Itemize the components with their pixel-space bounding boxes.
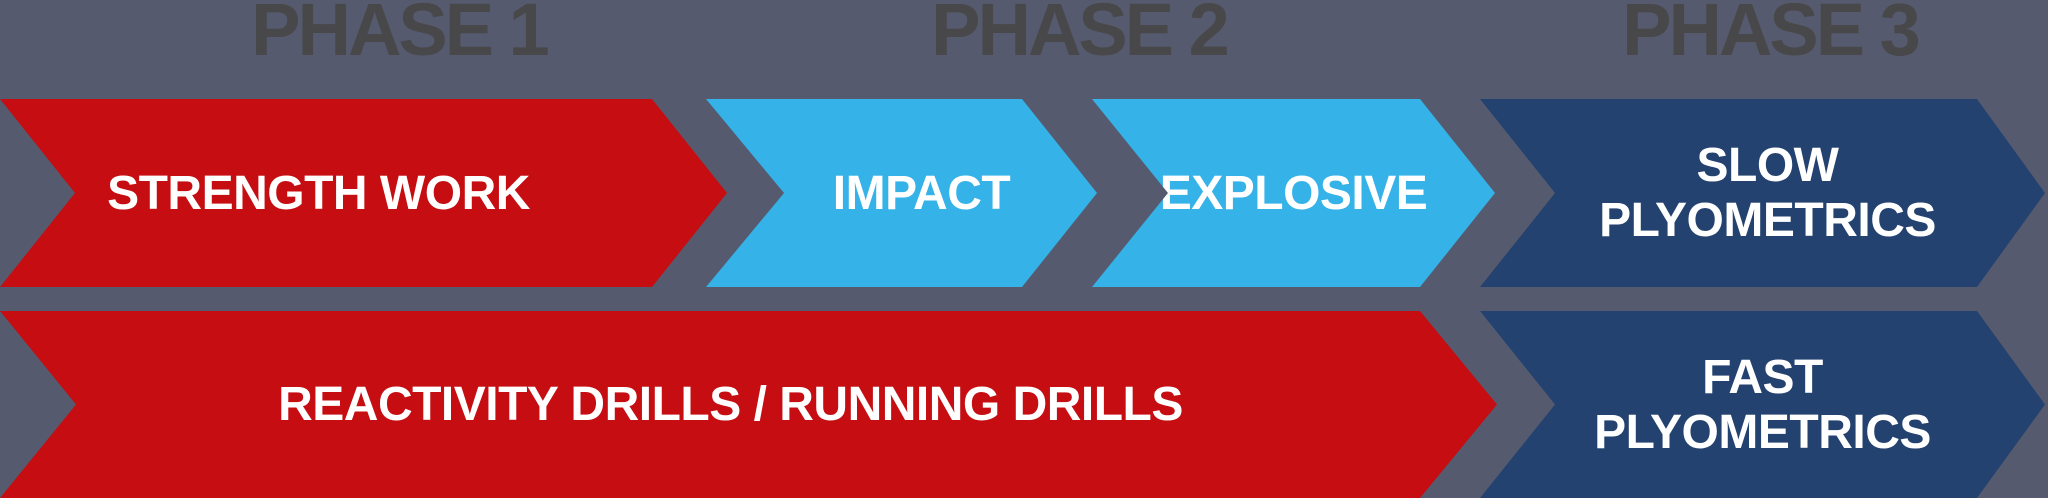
arrow-impact-label: IMPACT <box>832 166 1011 220</box>
phase-2-header: PHASE 2 <box>931 0 1230 71</box>
arrow-fast-plyometrics-line1: FAST <box>1702 350 1823 404</box>
arrow-slow-plyometrics: SLOW PLYOMETRICS <box>1480 99 2045 287</box>
arrow-reactivity-drills: REACTIVITY DRILLS / RUNNING DRILLS <box>0 311 1497 498</box>
arrow-impact: IMPACT <box>706 99 1097 287</box>
arrow-strength-work: STRENGTH WORK <box>0 99 727 287</box>
arrow-reactivity-drills-label: REACTIVITY DRILLS / RUNNING DRILLS <box>278 378 1183 431</box>
arrow-explosive: EXPLOSIVE <box>1092 99 1495 287</box>
arrow-slow-plyometrics-line2: PLYOMETRICS <box>1599 194 1936 247</box>
arrow-slow-plyometrics-label: SLOW PLYOMETRICS <box>1599 138 1936 248</box>
arrow-strength-work-label: STRENGTH WORK <box>107 166 530 220</box>
arrow-fast-plyometrics-label: FAST PLYOMETRICS <box>1594 350 1931 460</box>
phase-1-header: PHASE 1 <box>251 0 550 71</box>
phase-3-header: PHASE 3 <box>1622 0 1921 71</box>
arrow-explosive-label: EXPLOSIVE <box>1159 166 1428 220</box>
arrow-slow-plyometrics-line1: SLOW <box>1696 139 1839 192</box>
arrow-fast-plyometrics: FAST PLYOMETRICS <box>1480 311 2045 498</box>
arrow-fast-plyometrics-line2: PLYOMETRICS <box>1594 405 1931 459</box>
